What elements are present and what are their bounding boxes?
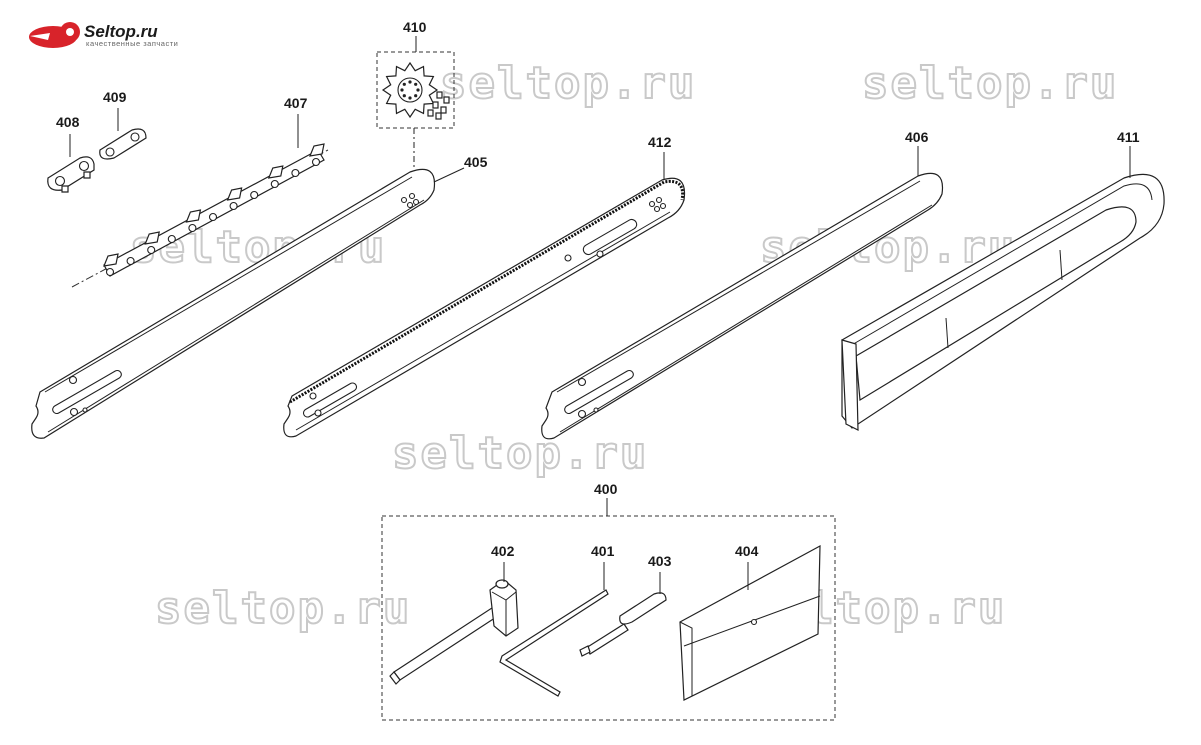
sprocket-hole [408,80,412,84]
label-402: 402 [491,543,515,559]
sprocket-hole [402,82,406,86]
watermarks: seltop.ru seltop.ru seltop.ru seltop.ru … [129,57,1118,635]
label-404: 404 [735,543,759,559]
watermark-text: seltop.ru [392,428,648,479]
part-400-tool-kit[interactable] [381,498,836,721]
logo-title: Seltop.ru [84,22,158,41]
chain-cutter [103,253,119,267]
label-400: 400 [594,481,618,497]
label-401: 401 [591,543,615,559]
part-403-screwdriver[interactable] [579,572,667,657]
chain-rivet [250,190,259,200]
chain-rivet [126,256,135,266]
nose-holes-icon [648,196,667,213]
part-406-guide-bar[interactable] [541,146,944,440]
logo-emblem-icon [29,22,80,48]
sprocket-hole [416,88,420,92]
label-410: 410 [403,19,427,35]
chain-rivet [188,223,197,233]
sprocket-hole [402,94,406,98]
label-406: 406 [905,129,929,145]
chain-rivet [291,168,300,178]
sprocket-icon [381,61,439,119]
chain-cutter [267,165,284,179]
rivets-icon [427,91,450,120]
chain-rivet [311,157,321,167]
sprocket-hole [414,94,418,98]
part-410-sprocket-kit[interactable] [376,36,455,168]
sprocket-hole [408,96,412,100]
part-405-guide-bar[interactable] [31,167,465,439]
chain-rivet [229,201,238,211]
sprocket-hole [414,82,418,86]
label-405: 405 [464,154,488,170]
chain-rivet [147,245,156,255]
chain-cutter [185,209,202,223]
label-411: 411 [1117,129,1140,145]
part-408-chain-joiner[interactable] [47,134,95,193]
logo-subtitle: качественные запчасти [86,39,178,48]
part-407-saw-chain[interactable] [71,114,329,288]
label-408: 408 [56,114,80,130]
chain-rivet [105,267,115,277]
watermark-text: seltop.ru [440,58,696,109]
chain-rivet [167,234,176,244]
chain-cutter [226,187,243,201]
chain-cutter [309,143,325,157]
chain-rivet [208,212,218,222]
nose-holes-icon [400,192,420,209]
sprocket-hole [400,88,404,92]
chain-links [103,143,325,277]
watermark-text: seltop.ru [155,583,411,634]
part-411-bar-cover[interactable] [841,146,1165,431]
part-401-hex-key[interactable] [499,562,609,697]
part-412-bar-with-chain[interactable] [283,152,686,438]
seltop-logo[interactable]: Seltop.ru качественные запчасти [29,22,178,48]
label-403: 403 [648,553,672,569]
part-404-manual[interactable] [679,544,821,701]
label-412: 412 [648,134,672,150]
part-409-side-plate[interactable] [99,108,147,160]
watermark-text: seltop.ru [862,58,1118,109]
label-409: 409 [103,89,127,105]
chain-rivet [270,179,279,189]
chain-cutter [144,231,160,245]
label-407: 407 [284,95,308,111]
part-402-combination-wrench[interactable] [389,562,519,685]
